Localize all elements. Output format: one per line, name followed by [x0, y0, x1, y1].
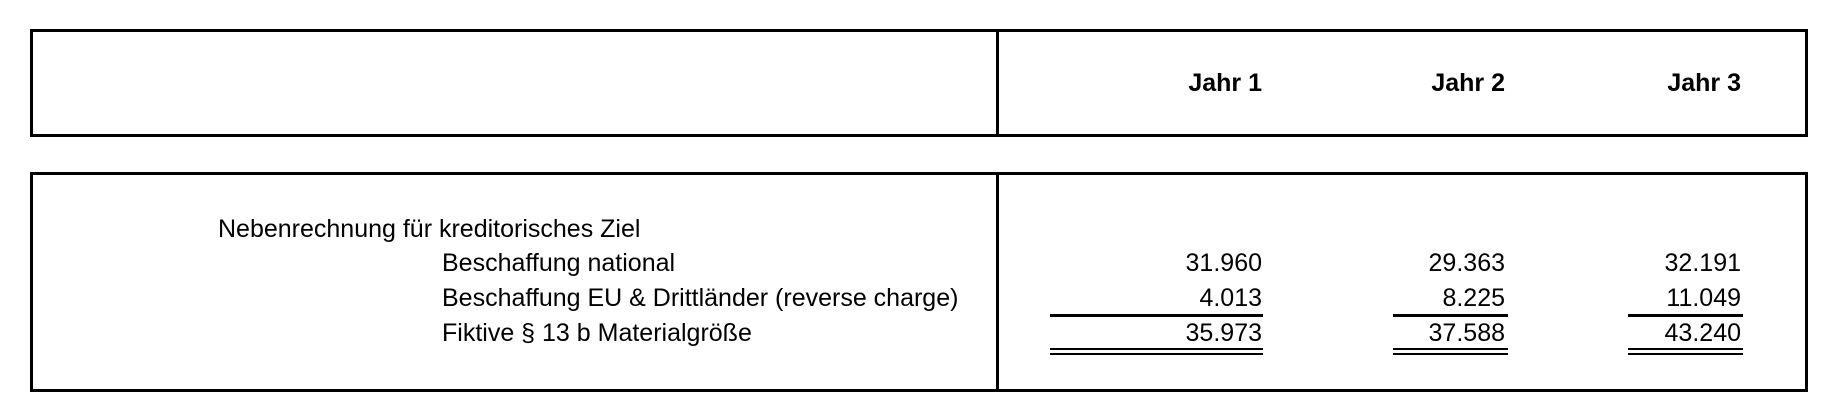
header-column-divider	[996, 29, 999, 137]
row-label: Beschaffung EU & Drittländer (reverse ch…	[442, 284, 959, 312]
section-title: Nebenrechnung für kreditorisches Ziel	[218, 215, 641, 243]
sum-rule-single-col3	[1628, 314, 1743, 317]
sum-rule-double-col1	[1050, 348, 1263, 355]
sum-rule-double-col3	[1628, 348, 1743, 355]
header-box	[30, 29, 1808, 137]
sum-rule-single-col2	[1393, 314, 1508, 317]
column-header-jahr-1: Jahr 1	[1188, 69, 1262, 97]
value-cell: 8.225	[1442, 284, 1505, 312]
sum-rule-single-col1	[1050, 314, 1263, 317]
column-header-jahr-2: Jahr 2	[1431, 69, 1505, 97]
row-label: Beschaffung national	[442, 249, 676, 277]
total-value-cell: 35.973	[1185, 319, 1262, 347]
body-box	[30, 172, 1808, 392]
value-cell: 4.013	[1199, 284, 1262, 312]
value-cell: 32.191	[1664, 249, 1741, 277]
value-cell: 29.363	[1428, 249, 1505, 277]
row-label: Fiktive § 13 b Materialgröße	[442, 319, 752, 347]
body-column-divider	[996, 172, 999, 392]
column-header-jahr-3: Jahr 3	[1667, 69, 1741, 97]
total-value-cell: 43.240	[1664, 319, 1741, 347]
sum-rule-double-col2	[1393, 348, 1508, 355]
value-cell: 31.960	[1185, 249, 1262, 277]
total-value-cell: 37.588	[1428, 319, 1505, 347]
value-cell: 11.049	[1666, 284, 1741, 312]
